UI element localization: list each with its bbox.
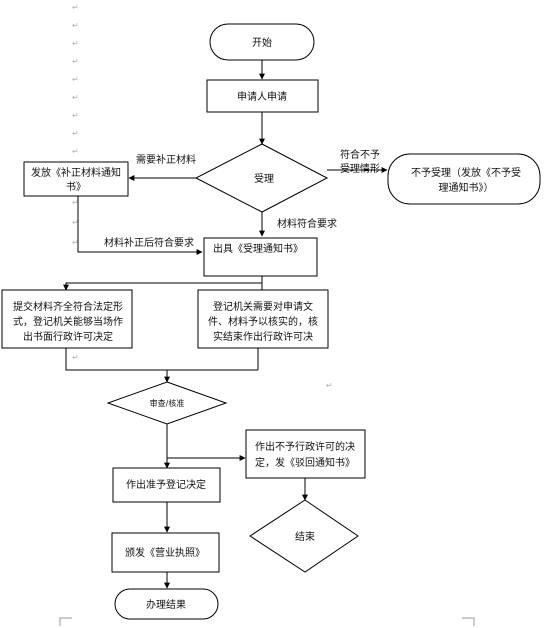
- edge-labels: 需要补正材料 符合不予 受理情形 材料符合要求 材料补正后符合要求: [104, 148, 380, 249]
- reject-label-2: 理通知书》）: [439, 181, 494, 194]
- verify-node: 登记机关需要对申请文 件、材料予以核实的，核 实结束作出行政许可决: [197, 289, 329, 349]
- done-label: 办理结果: [146, 598, 186, 611]
- edge-onsite-review: [65, 348, 170, 383]
- deny-label-1: 作出不予行政许可的决: [255, 440, 355, 453]
- apply-label: 申请人申请: [237, 90, 287, 103]
- deny-label-2: 定，发《驳回通知书》: [255, 456, 355, 469]
- supplement-label-1: 发放《补正材料通知: [31, 166, 121, 179]
- page-corner-marks: [59, 617, 475, 626]
- start-node: 开始: [209, 23, 315, 61]
- edge-supplement-notice: [77, 196, 203, 255]
- onsite-label-1: 提交材料齐全符合法定形: [13, 300, 123, 313]
- svg-text:↵: ↵: [72, 75, 79, 84]
- svg-text:↵: ↵: [72, 3, 79, 12]
- deny-node: 作出不予行政许可的决 定，发《驳回通知书》: [245, 429, 366, 479]
- verify-label-1: 登记机关需要对申请文: [213, 300, 313, 313]
- svg-text:↵: ↵: [72, 198, 79, 207]
- svg-text:↵: ↵: [72, 39, 79, 48]
- svg-text:↵: ↵: [72, 218, 79, 227]
- issue-label: 颁发《营业执照》: [125, 546, 205, 559]
- approve-label: 作出准予登记决定: [126, 478, 206, 491]
- svg-text:↵: ↵: [72, 57, 79, 66]
- svg-text:↵: ↵: [72, 111, 79, 120]
- edge-notice-branch: [63, 276, 263, 291]
- accept-diamond: 受理: [194, 143, 329, 213]
- verify-label-3: 实结束作出行政许可决: [213, 330, 313, 343]
- reject-node: 不予受理（发放《不予受 理通知书》）: [387, 153, 541, 205]
- start-label: 开始: [252, 36, 272, 49]
- svg-text:↵: ↵: [72, 129, 79, 138]
- verify-label-2: 件、材料予以核实的，核: [208, 315, 318, 328]
- svg-text:↵: ↵: [72, 238, 79, 247]
- accept-label: 受理: [254, 173, 274, 185]
- end-diamond: 结束: [249, 499, 359, 573]
- approve-node: 作出准予登记决定: [112, 467, 221, 503]
- svg-text:↵: ↵: [72, 147, 79, 156]
- svg-text:↵: ↵: [72, 93, 79, 102]
- svg-text:↵: ↵: [72, 21, 79, 30]
- notice-node: 出具《受理通知书》: [203, 237, 318, 277]
- review-diamond: 审查/核准: [106, 381, 228, 425]
- issue-node: 颁发《营业执照》: [111, 532, 220, 573]
- flow-edges: [63, 60, 388, 589]
- onsite-label-3: 出书面行政许可决定: [23, 330, 113, 343]
- label-need-supplement: 需要补正材料: [136, 153, 196, 166]
- supplement-node: 发放《补正材料通知 书》: [23, 161, 129, 197]
- svg-text:↵: ↵: [326, 381, 333, 390]
- notice-label: 出具《受理通知书》: [213, 242, 303, 255]
- review-label: 审查/核准: [150, 398, 185, 408]
- end-label: 结束: [295, 530, 315, 543]
- onsite-label-2: 式，登记机关能够当场作: [13, 315, 123, 328]
- done-node: 办理结果: [114, 588, 219, 620]
- label-after-supplement: 材料补正后符合要求: [104, 236, 194, 249]
- svg-text:↵: ↵: [72, 353, 79, 362]
- label-meets: 材料符合要求: [277, 217, 337, 230]
- supplement-label-2: 书》: [66, 181, 86, 193]
- onsite-node: 提交材料齐全符合法定形 式，登记机关能够当场作 出书面行政许可决定: [1, 289, 133, 349]
- label-not-meet-2: 受理情形: [340, 162, 380, 175]
- reject-label-1: 不予受理（发放《不予受: [411, 166, 521, 179]
- label-not-meet-1: 符合不予: [340, 148, 380, 161]
- apply-node: 申请人申请: [206, 79, 319, 113]
- paragraph-marks: ↵ ↵ ↵ ↵ ↵ ↵ ↵ ↵ ↵ ↵ ↵ ↵ ↵ ↵: [72, 3, 333, 390]
